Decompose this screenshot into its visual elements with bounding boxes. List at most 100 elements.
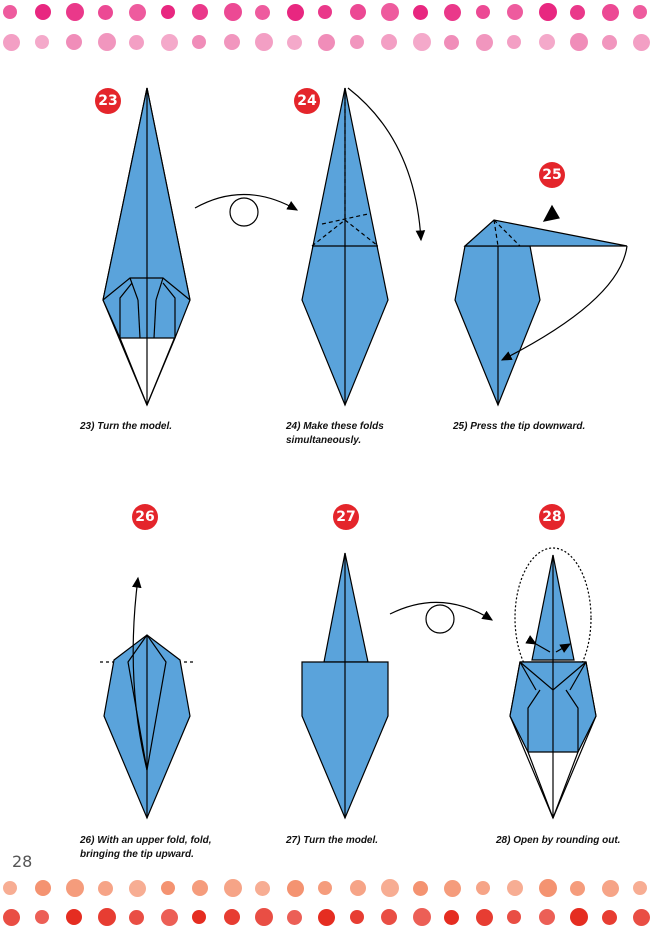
bottom-dot-border [0,870,650,930]
decorative-dot [507,4,523,20]
decorative-dot [601,879,619,897]
decorative-dot [66,909,82,925]
decorative-dot [475,881,490,895]
decorative-dot [286,879,304,897]
step-23-caption: 23) Turn the model. [80,421,173,432]
decorative-dot [349,35,364,49]
decorative-dot [255,4,270,20]
top-dot-border [0,0,650,60]
decorative-dot [66,879,84,897]
decorative-dot [255,880,270,896]
decorative-dot [318,881,332,895]
decorative-dot [444,3,461,21]
decorative-dot [349,4,366,20]
step-25-figure [454,204,628,407]
decorative-dot [97,908,116,926]
decorative-dot [97,33,116,51]
decorative-dot [412,4,428,20]
decorative-dot [444,34,459,50]
decorative-dot [34,35,49,49]
decorative-dot [475,5,490,19]
decorative-dot [66,3,84,21]
decorative-dot [129,879,146,897]
decorative-dot [381,909,397,925]
decorative-dot [601,34,617,50]
decorative-dot [192,4,208,20]
turn-over-symbol-2 [389,601,494,634]
decorative-dot [381,3,399,21]
step-24-caption: 24) Make these folds simultaneously. [286,421,384,446]
decorative-dot [570,4,585,20]
decorative-dot [129,909,144,925]
step-27-figure [301,552,389,820]
decorative-dot [318,5,332,19]
decorative-dot [475,908,493,926]
step-24-badge: 24 [294,88,320,114]
decorative-dot [223,3,242,21]
decorative-dot [633,33,650,51]
step-27-badge: 27 [333,504,359,530]
decorative-dot [66,34,82,50]
step-25-badge: 25 [539,162,565,188]
decorative-dot [538,879,557,897]
decorative-dot [286,909,302,925]
decorative-dot [3,33,20,51]
decorative-dot [34,4,51,20]
decorative-dot [633,5,647,19]
decorative-dot [160,881,175,895]
decorative-dot [192,910,206,924]
decorative-dot [192,880,208,896]
decorative-dot [538,3,557,21]
decorative-dot [34,910,49,924]
decorative-dot [129,34,144,50]
decorative-dot [160,5,175,19]
step-25-caption: 25) Press the tip downward. [453,421,586,432]
decorative-dot [538,909,555,925]
decorative-dot [475,33,493,51]
decorative-dot [3,908,20,926]
decorative-dot [381,34,397,50]
decorative-dot [34,880,51,896]
turn-over-symbol-1 [194,193,299,227]
decorative-dot [412,33,431,51]
decorative-dot [192,35,206,49]
decorative-dot [318,908,335,926]
decorative-dot [570,908,588,926]
decorative-dot [318,33,335,51]
decorative-dot [3,5,17,19]
decorative-dot [349,880,366,896]
decorative-dot [444,879,461,897]
decorative-dot [160,908,178,926]
step-26-caption: 26) With an upper fold, fold, bringing t… [80,835,212,860]
decorative-dot [223,909,240,925]
decorative-dot [570,880,585,896]
decorative-dot [3,881,17,895]
decorative-dot [129,3,146,21]
decorative-dot [381,879,399,897]
decorative-dot [412,908,431,926]
decorative-dot [538,34,555,50]
step-28-figure [509,547,597,820]
decorative-dot [633,908,650,926]
decorative-dot [349,910,364,924]
decorative-dot [633,881,647,895]
decorative-dot [160,33,178,51]
page-number: 28 [12,852,33,871]
step-23-badge: 23 [95,88,121,114]
decorative-dot [255,908,273,926]
step-26-figure [100,576,196,820]
step-24-figure [301,87,426,407]
decorative-dot [286,34,302,50]
step-27-caption: 27) Turn the model. [286,835,379,846]
decorative-dot [412,880,428,896]
decorative-dot [223,879,242,897]
decorative-dot [255,33,273,51]
decorative-dot [286,3,304,21]
decorative-dot [97,880,113,896]
decorative-dot [223,34,240,50]
decorative-dot [570,33,588,51]
decorative-dot [601,909,617,925]
decorative-dot [507,910,521,924]
decorative-dot [444,909,459,925]
